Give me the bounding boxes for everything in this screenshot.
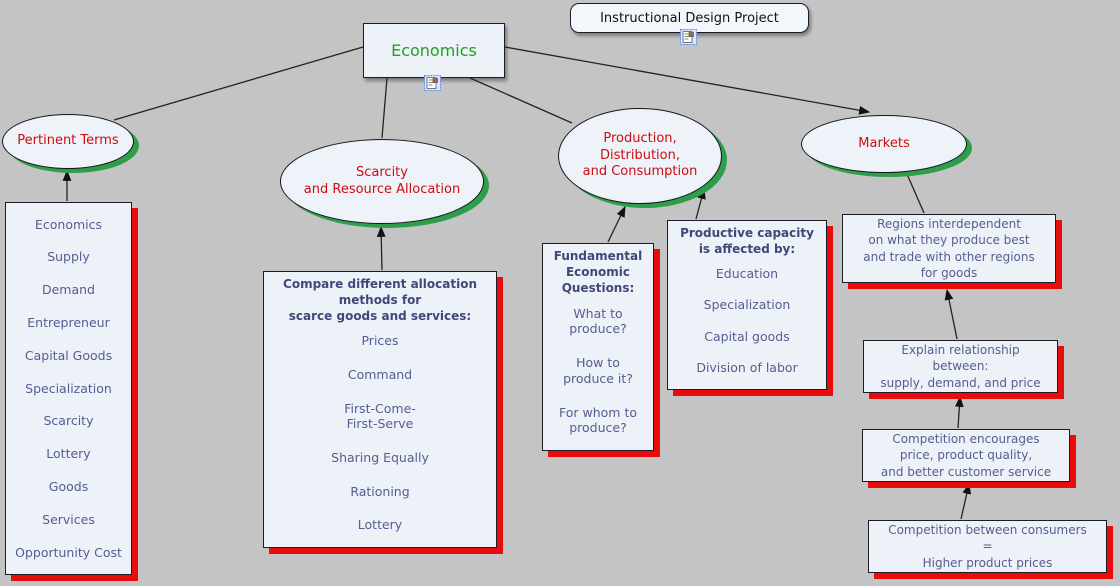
link-economics-markets[interactable] — [504, 46, 871, 115]
regions-node[interactable]: Regions interdependent on what they prod… — [842, 214, 1056, 283]
competition-consumers-node[interactable]: Competition between consumers = Higher p… — [868, 520, 1107, 573]
allocation-methods-node[interactable]: Compare different allocation methods for… — [263, 271, 497, 548]
term-item: Scarcity — [43, 413, 94, 429]
link-economics-production[interactable] — [469, 77, 573, 124]
term-item: Lottery — [46, 446, 91, 462]
resource-icon[interactable] — [424, 75, 441, 91]
link-economics-scarcity[interactable] — [381, 77, 388, 139]
questions-list: What to produce? How to produce it? For wh… — [545, 296, 651, 445]
link-encourages-explain[interactable] — [954, 395, 964, 429]
term-item: Supply — [47, 249, 90, 265]
competition-encourages-node[interactable]: Competition encourages price, product qu… — [862, 429, 1070, 482]
term-item: Entrepreneur — [27, 315, 110, 331]
question-item: What to produce? — [569, 305, 627, 337]
link-explain-regions[interactable] — [944, 288, 958, 340]
concept-pertinent-terms[interactable]: Pertinent Terms — [2, 114, 134, 169]
term-item: Goods — [48, 479, 89, 495]
resource-icon[interactable] — [680, 29, 697, 45]
term-item: Capital Goods — [24, 347, 113, 363]
questions-header: Fundamental Economic Questions: — [553, 249, 643, 295]
allocation-header: Compare different allocation methods for… — [283, 277, 477, 323]
link-capacity-production[interactable] — [695, 187, 706, 220]
capacity-item: Specialization — [703, 297, 791, 313]
link-markets-regions[interactable] — [906, 173, 925, 214]
link-allocation-scarcity[interactable] — [376, 225, 386, 271]
question-item: How to produce it? — [563, 355, 633, 386]
link-questions-production[interactable] — [607, 206, 626, 243]
allocation-item: First-Come- First-Serve — [344, 400, 416, 432]
term-item: Economics — [34, 216, 103, 232]
allocation-item: Rationing — [350, 483, 410, 499]
term-item: Opportunity Cost — [15, 544, 122, 560]
allocation-item: Lottery — [357, 517, 403, 533]
project-title-node[interactable]: Instructional Design Project — [570, 3, 809, 33]
allocation-item: Sharing Equally — [331, 450, 429, 466]
capacity-item: Education — [715, 265, 779, 281]
allocation-item: Prices — [361, 333, 399, 349]
link-economics-pertinent-terms[interactable] — [113, 46, 364, 121]
economic-questions-node[interactable]: Fundamental Economic Questions: What to … — [542, 243, 654, 451]
question-item: For whom to produce? — [559, 404, 637, 436]
link-consumers-encourages[interactable] — [960, 482, 972, 520]
allocation-item: Command — [347, 367, 413, 383]
term-item: Demand — [41, 282, 95, 298]
concept-markets[interactable]: Markets — [801, 115, 967, 173]
capacity-item: Division of labor — [696, 360, 798, 376]
term-item: Services — [42, 511, 95, 527]
productive-capacity-node[interactable]: Productive capacity is affected by: Educ… — [667, 220, 827, 390]
concept-economics[interactable]: Economics — [363, 23, 505, 78]
explain-relationship-node[interactable]: Explain relationship between: supply, de… — [863, 340, 1058, 393]
term-item: Specialization — [25, 380, 112, 396]
concept-production-distribution-consumption[interactable]: Production, Distribution, and Consumptio… — [558, 108, 722, 204]
capacity-header: Productive capacity is affected by: — [680, 226, 814, 256]
concept-scarcity-allocation[interactable]: Scarcity and Resource Allocation — [280, 139, 484, 224]
capacity-item: Capital goods — [704, 328, 790, 344]
